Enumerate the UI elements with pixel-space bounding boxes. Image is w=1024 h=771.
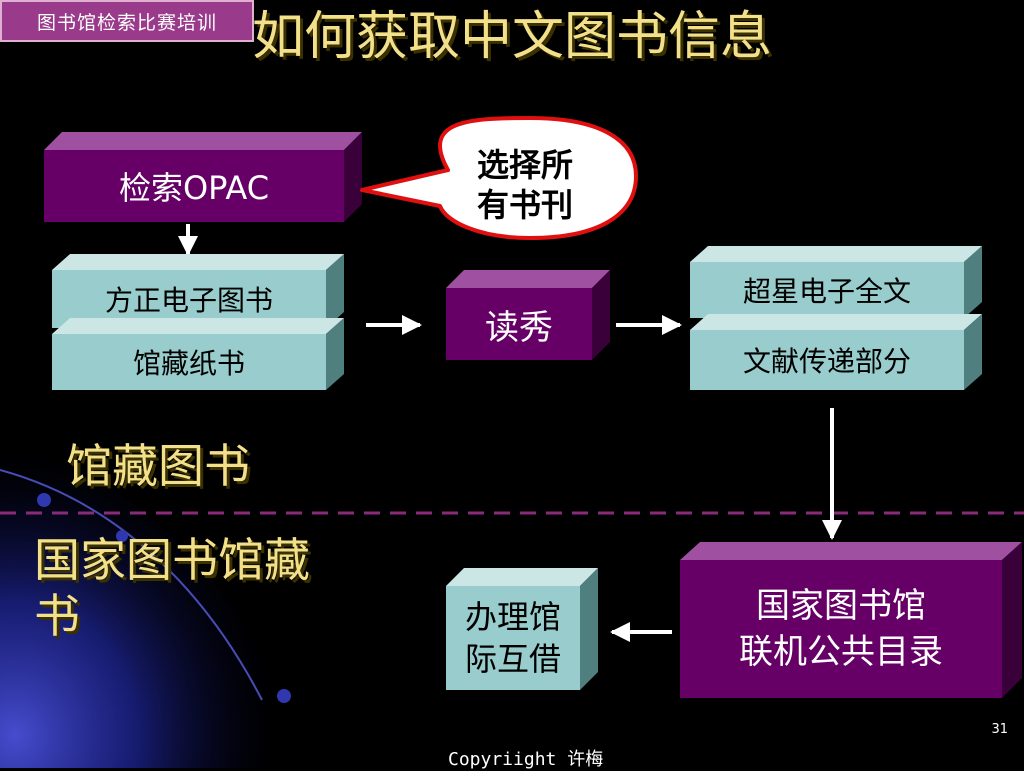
blue-dot — [37, 493, 51, 507]
duxiu-box: 读秀 — [485, 307, 553, 348]
ill-box-shape — [446, 568, 598, 690]
ill-box: 办理馆 际互借 — [464, 598, 561, 678]
opac-box: 检索OPAC — [118, 169, 270, 207]
blue-arc-line — [0, 469, 263, 701]
duxiu-box-shape — [446, 270, 610, 360]
print-collection-box-shape — [52, 318, 344, 390]
course-tag: 图书馆检索比赛培训 — [0, 0, 254, 42]
chaoxing-box-shape — [690, 246, 982, 318]
callout-bubble-shape — [360, 116, 638, 240]
national-collection-label: 国家图书馆藏 书 — [34, 533, 310, 643]
doc-delivery-box: 文献传递部分 — [742, 345, 911, 378]
print-collection-box: 馆藏纸书 — [132, 347, 245, 380]
chaoxing-fulltext-box: 超星电子全文 — [742, 275, 911, 308]
callout-text: 选择所 有书刊 — [476, 146, 573, 224]
slide-title: 如何获取中文图书信息 — [252, 7, 773, 67]
nlc-box-shape — [680, 542, 1022, 698]
blue-dot — [116, 530, 128, 542]
doc-delivery-box-shape — [690, 314, 982, 390]
nlc-catalog-box: 国家图书馆 联机公共目录 — [739, 586, 943, 672]
blue-glow-shape — [0, 440, 300, 768]
copyright-text: Copyriight 许梅 — [448, 749, 604, 770]
library-collection-label: 馆藏图书 — [66, 439, 250, 493]
founder-ebook-box: 方正电子图书 — [104, 284, 273, 317]
page-number: 31 — [991, 722, 1008, 737]
opac-box-shape — [44, 132, 362, 222]
blue-dot — [277, 689, 291, 703]
